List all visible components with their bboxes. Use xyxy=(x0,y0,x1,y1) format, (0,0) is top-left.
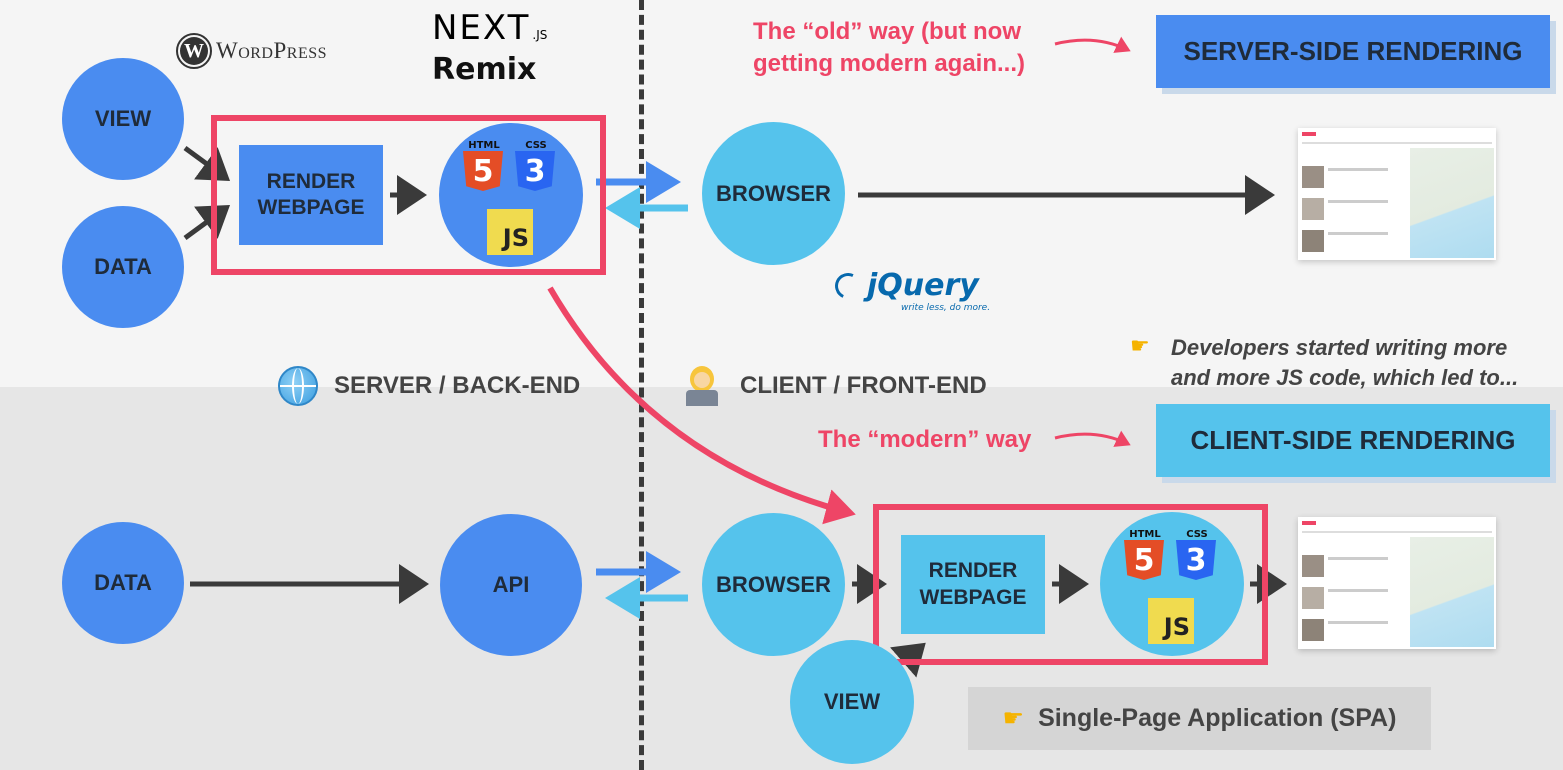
csr-data-label: DATA xyxy=(94,570,152,595)
ssr-server-render-box xyxy=(211,115,606,275)
pointing-hand-icon: ☛ xyxy=(1002,705,1025,732)
server-section-label: SERVER / BACK-END xyxy=(278,366,580,406)
thumbnail-photo xyxy=(1302,198,1324,220)
thumbnail-text-line xyxy=(1328,621,1388,624)
server-client-divider xyxy=(639,0,644,770)
html5-shield: 5 xyxy=(463,151,503,191)
html5-caption: HTML xyxy=(468,139,500,151)
csr-modern-way-note: The “modern” way xyxy=(818,426,1032,453)
pointing-hand-icon: ☛ xyxy=(1130,333,1150,358)
ssr-tech-stack-node: HTML 5 CSS 3 JS xyxy=(439,123,583,267)
csr-tech-stack-node: HTML 5 CSS 3 JS xyxy=(1100,512,1244,656)
csr-client-render-box xyxy=(873,504,1268,665)
ssr-render-webpage-node: RENDER WEBPAGE xyxy=(239,145,383,245)
thumbnail-logo xyxy=(1302,521,1316,525)
jquery-swirl-icon xyxy=(831,268,865,303)
thumbnail-photo xyxy=(1302,166,1324,188)
csr-data-node: DATA xyxy=(62,522,184,644)
thumbnail-text-line xyxy=(1328,557,1388,560)
nextjs-wordmark: NEXT xyxy=(432,8,531,48)
javascript-icon: JS xyxy=(487,209,533,255)
thumbnail-text-line xyxy=(1328,168,1388,171)
csr-render-webpage-node: RENDER WEBPAGE xyxy=(901,535,1045,634)
ssr-browser-node: BROWSER xyxy=(702,122,845,265)
nextjs-logo: NEXT .JS xyxy=(432,8,547,48)
thumbnail-header-line xyxy=(1302,531,1492,533)
css3-icon: CSS 3 xyxy=(515,139,557,191)
client-section-text: CLIENT / FRONT-END xyxy=(740,372,987,399)
csr-browser-node: BROWSER xyxy=(702,513,845,656)
thumbnail-photo xyxy=(1302,555,1324,577)
csr-api-node: API xyxy=(440,514,582,656)
thumbnail-text-line xyxy=(1328,232,1388,235)
thumbnail-header-line xyxy=(1302,142,1492,144)
thumbnail-photo xyxy=(1302,587,1324,609)
ssr-data-node: DATA xyxy=(62,206,184,328)
html5-icon: HTML 5 xyxy=(1124,528,1166,580)
csr-view-node: VIEW xyxy=(790,640,914,764)
thumbnail-photo xyxy=(1302,619,1324,641)
thumbnail-photo xyxy=(1302,230,1324,252)
csr-rendered-page-thumbnail xyxy=(1298,517,1496,649)
css3-icon: CSS 3 xyxy=(1176,528,1218,580)
ssr-view-label: VIEW xyxy=(94,106,152,131)
wordpress-wordmark: WordPress xyxy=(216,38,328,63)
html5-shield: 5 xyxy=(1124,540,1164,580)
html5-icon: HTML 5 xyxy=(463,139,505,191)
thumbnail-text-line xyxy=(1328,200,1388,203)
nextjs-suffix: .JS xyxy=(532,28,548,42)
developers-note-text: Developers started writing more and more… xyxy=(1171,335,1519,391)
spa-label-box: ☛ Single-Page Application (SPA) xyxy=(968,687,1431,750)
developer-icon xyxy=(682,366,722,406)
ssr-banner: SERVER-SIDE RENDERING xyxy=(1156,15,1550,88)
remix-logo: Remix xyxy=(432,52,537,87)
csr-banner-label: CLIENT-SIDE RENDERING xyxy=(1190,425,1516,455)
csr-api-label: API xyxy=(492,572,530,597)
wordpress-logo: W WordPress xyxy=(176,33,327,69)
developers-note: ☛ Developers started writing more and mo… xyxy=(1130,333,1541,394)
csr-banner: CLIENT-SIDE RENDERING xyxy=(1156,404,1550,477)
jquery-wordmark: jQuery xyxy=(867,268,979,303)
ssr-data-label: DATA xyxy=(94,254,152,279)
jquery-logo: jQuery write less, do more. xyxy=(831,268,991,313)
ssr-browser-label: BROWSER xyxy=(716,180,831,206)
server-section-text: SERVER / BACK-END xyxy=(334,372,581,399)
thumbnail-map xyxy=(1410,537,1494,647)
ssr-view-node: VIEW xyxy=(62,58,184,180)
ssr-rendered-page-thumbnail xyxy=(1298,128,1496,260)
csr-view-label: VIEW xyxy=(823,689,881,714)
css3-shield: 3 xyxy=(515,151,555,191)
thumbnail-logo xyxy=(1302,132,1316,136)
csr-browser-label: BROWSER xyxy=(716,571,831,597)
thumbnail-map xyxy=(1410,148,1494,258)
jquery-tagline: write less, do more. xyxy=(901,303,991,313)
css3-caption: CSS xyxy=(525,139,547,151)
html5-caption: HTML xyxy=(1129,528,1161,540)
client-section-label: CLIENT / FRONT-END xyxy=(682,366,987,406)
ssr-banner-label: SERVER-SIDE RENDERING xyxy=(1183,36,1523,66)
css3-caption: CSS xyxy=(1186,528,1208,540)
ssr-old-way-note: The “old” way (but now getting modern ag… xyxy=(753,18,1026,78)
ssr-render-webpage-label: RENDER WEBPAGE xyxy=(257,169,365,219)
spa-label-text: Single-Page Application (SPA) xyxy=(1038,704,1397,732)
css3-shield: 3 xyxy=(1176,540,1216,580)
thumbnail-text-line xyxy=(1328,589,1388,592)
globe-icon xyxy=(278,366,318,406)
csr-render-webpage-label: RENDER WEBPAGE xyxy=(919,559,1027,609)
javascript-icon: JS xyxy=(1148,598,1194,644)
